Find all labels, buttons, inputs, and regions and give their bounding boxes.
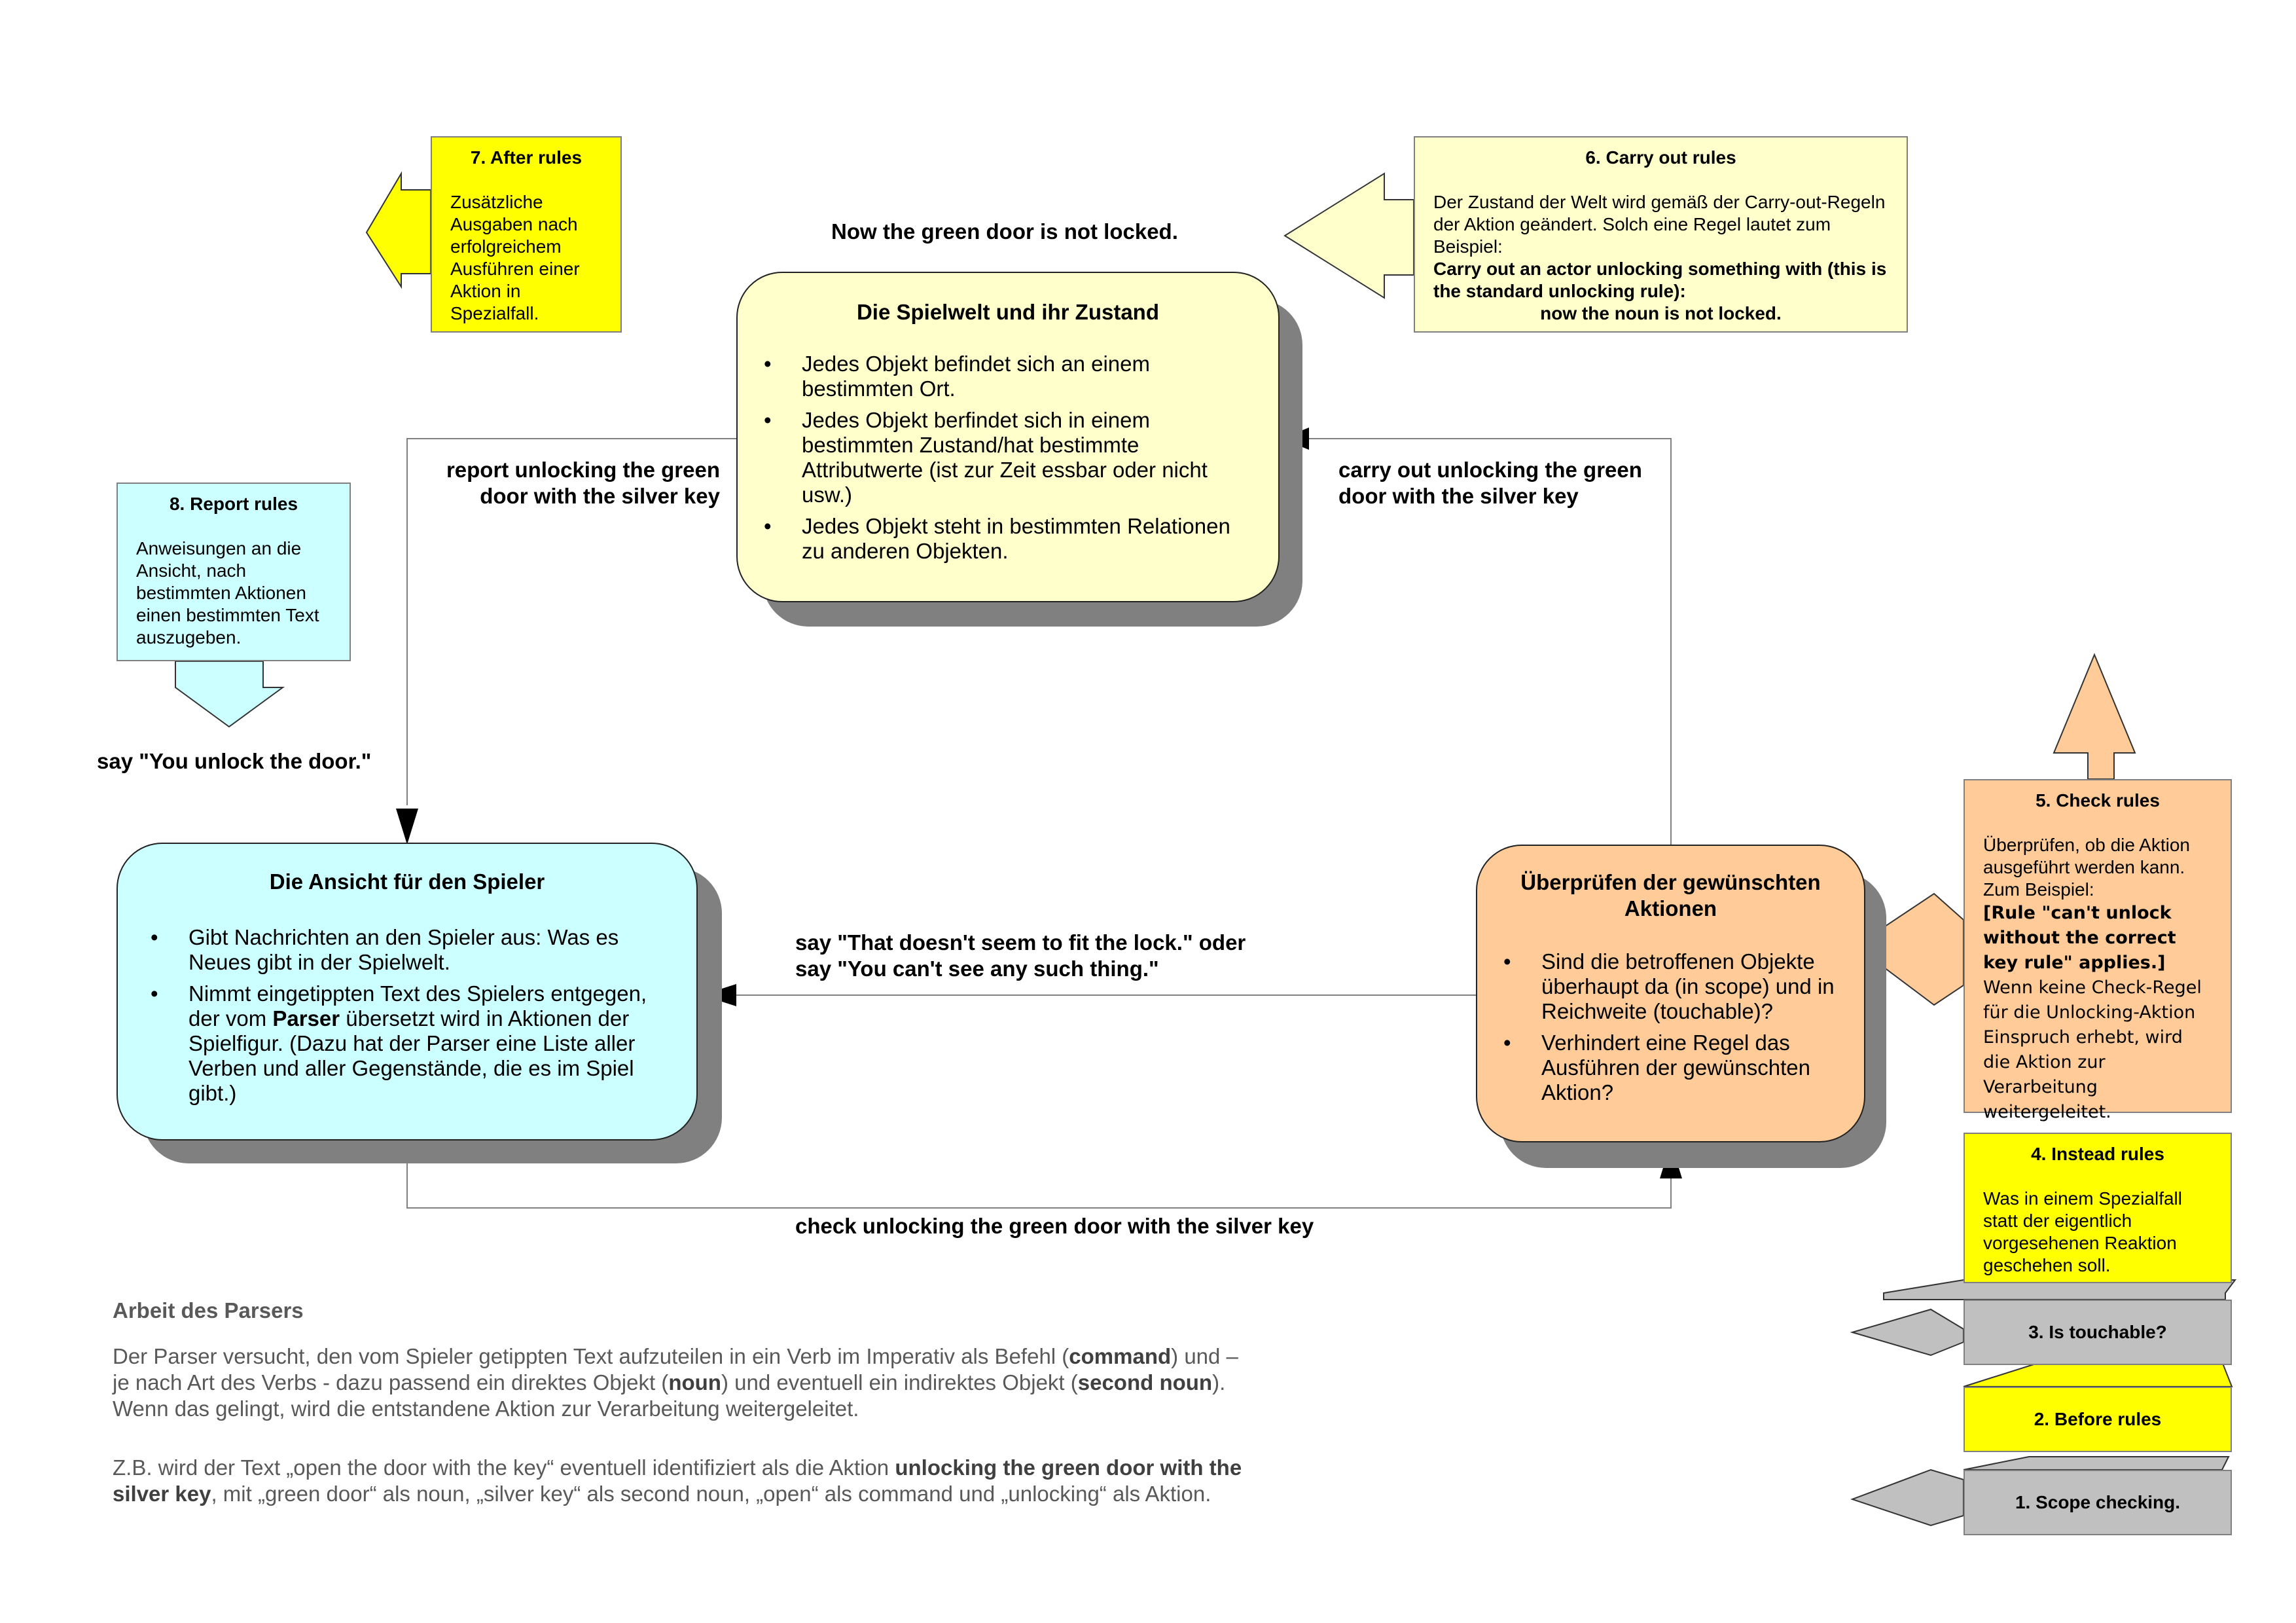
label-check-unlocking: check unlocking the green door with the … bbox=[795, 1214, 1314, 1238]
instead-rules-box: 4. Instead rules Was in einem Spezialfal… bbox=[1964, 1133, 2232, 1283]
action-check-box: Überprüfen der gewünschten Aktionen Sind… bbox=[1476, 845, 1865, 1142]
touchable-left-arrow bbox=[1850, 1308, 1964, 1357]
report-rules-box: 8. Report rules Anweisungen an die Ansic… bbox=[117, 483, 351, 661]
check-rules-box: 5. Check rules Überprüfen, ob die Aktion… bbox=[1964, 779, 2232, 1122]
world-state-item: Jedes Objekt berfindet sich in einem bes… bbox=[764, 408, 1252, 507]
scope-checking-box: 1. Scope checking. bbox=[1964, 1470, 2232, 1535]
world-state-title: Die Spielwelt und ihr Zustand bbox=[856, 300, 1160, 324]
label-report-unlocking: report unlocking the green door with the… bbox=[446, 458, 720, 508]
label-say-unlock: say "You unlock the door." bbox=[97, 749, 372, 773]
carry-out-rules-example: Carry out an actor unlocking something w… bbox=[1433, 259, 1887, 301]
scope-left-arrow bbox=[1850, 1468, 1964, 1527]
instead-rules-text: Was in einem Spezialfall statt der eigen… bbox=[1983, 1188, 2182, 1275]
before-up-arrow bbox=[1963, 1361, 2233, 1387]
parser-paragraph-2: Z.B. wird der Text „open the door with t… bbox=[113, 1455, 1242, 1506]
player-view-item: Gibt Nachrichten an den Spieler aus: Was… bbox=[151, 925, 664, 975]
action-check-title: Überprüfen der gewünschten Aktionen bbox=[1520, 870, 1821, 921]
carry-out-rules-example-line: now the noun is not locked. bbox=[1540, 303, 1782, 323]
parser-title: Arbeit des Parsers bbox=[113, 1298, 304, 1322]
label-carry-out-unlocking: carry out unlocking the green door with … bbox=[1338, 458, 1642, 508]
carry-out-connector bbox=[1309, 438, 1672, 845]
carry-out-rules-arrow bbox=[1283, 172, 1414, 299]
report-connector bbox=[406, 438, 736, 805]
scope-up-arrow bbox=[1963, 1456, 2230, 1470]
report-rules-arrow bbox=[175, 661, 285, 728]
arrowhead-down-left-box bbox=[396, 809, 418, 845]
label-now-not-locked: Now the green door is not locked. bbox=[831, 219, 1178, 244]
action-check-item: Verhindert eine Regel das Ausführen der … bbox=[1503, 1030, 1838, 1105]
before-rules-box: 2. Before rules bbox=[1964, 1387, 2232, 1452]
scope-checking-title: 1. Scope checking. bbox=[2015, 1492, 2181, 1512]
player-view-title: Die Ansicht für den Spieler bbox=[269, 869, 545, 894]
world-state-item: Jedes Objekt steht in bestimmten Relatio… bbox=[764, 514, 1252, 564]
action-check-item: Sind die betroffenen Objekte überhaupt d… bbox=[1503, 949, 1838, 1024]
check-rules-example: [Rule "can't unlock without the correct … bbox=[1983, 903, 2176, 973]
check-rules-up-arrow bbox=[2053, 653, 2136, 780]
world-state-box: Die Spielwelt und ihr Zustand Jedes Obje… bbox=[736, 272, 1280, 602]
player-view-box: Die Ansicht für den Spieler Gibt Nachric… bbox=[117, 843, 698, 1140]
after-rules-arrow bbox=[365, 171, 431, 289]
player-view-item: Nimmt eingetippten Text des Spielers ent… bbox=[151, 981, 664, 1106]
world-state-item: Jedes Objekt befindet sich an einem best… bbox=[764, 352, 1252, 401]
instead-rules-title: 4. Instead rules bbox=[2031, 1144, 2164, 1164]
check-rules-text2: Wenn keine Check-Regel für die Unlocking… bbox=[1983, 977, 2202, 1122]
after-rules-text: Zusätzliche Ausgaben nach erfolgreichem … bbox=[450, 192, 580, 323]
report-rules-text: Anweisungen an die Ansicht, nach bestimm… bbox=[136, 538, 319, 647]
report-rules-title: 8. Report rules bbox=[169, 494, 298, 514]
touchable-title: 3. Is touchable? bbox=[2028, 1322, 2167, 1342]
parser-paragraph-1: Der Parser versucht, den vom Spieler get… bbox=[113, 1344, 1238, 1421]
label-say-fit: say "That doesn't seem to fit the lock."… bbox=[795, 930, 1246, 981]
carry-out-rules-title: 6. Carry out rules bbox=[1585, 147, 1736, 168]
before-rules-title: 2. Before rules bbox=[2034, 1409, 2162, 1429]
carry-out-rules-text: Der Zustand der Welt wird gemäß der Carr… bbox=[1433, 192, 1886, 257]
check-rules-title: 5. Check rules bbox=[2036, 790, 2160, 811]
after-rules-title: 7. After rules bbox=[470, 147, 583, 168]
check-rules-text: Überprüfen, ob die Aktion ausgeführt wer… bbox=[1983, 835, 2190, 900]
check-connector bbox=[406, 1149, 1672, 1209]
after-rules-box: 7. After rules Zusätzliche Ausgaben nach… bbox=[431, 136, 622, 333]
touchable-box: 3. Is touchable? bbox=[1964, 1300, 2232, 1365]
carry-out-rules-box: 6. Carry out rules Der Zustand der Welt … bbox=[1414, 136, 1908, 333]
